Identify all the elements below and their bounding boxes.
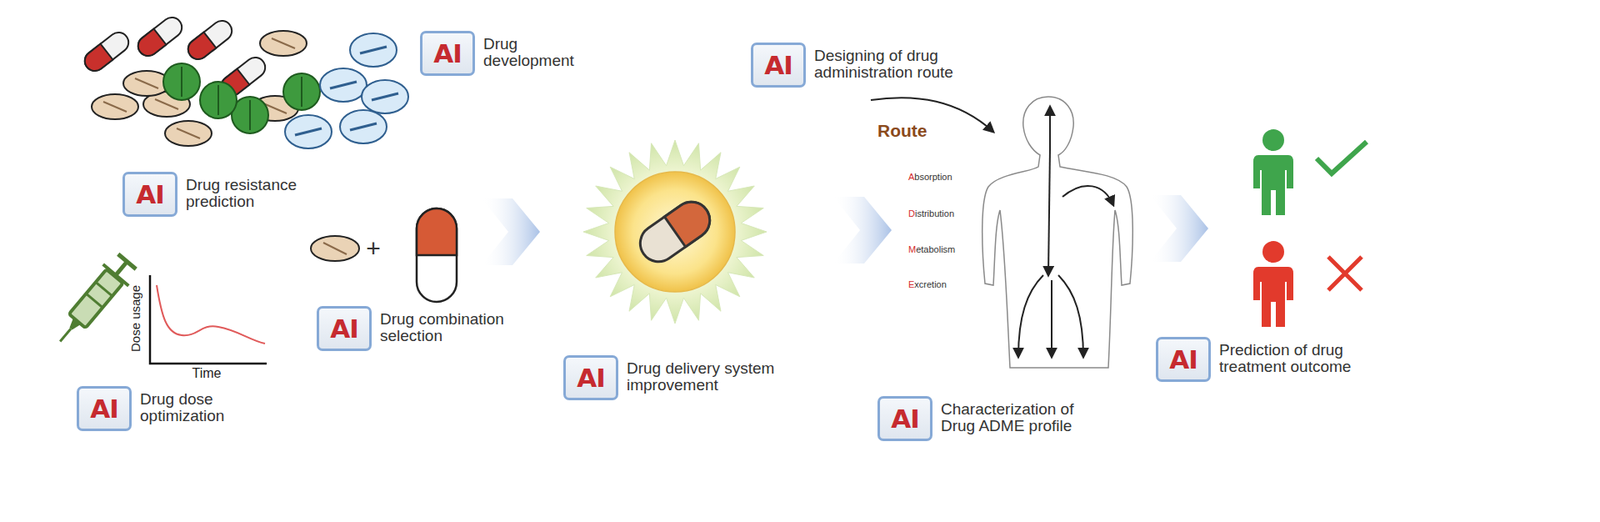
ai-application-node: AIPrediction of drug treatment outcome — [1155, 336, 1370, 382]
ai-application-node: AIDrug development — [420, 30, 584, 76]
caption-text: Designing of drug administration route — [814, 47, 977, 81]
ai-application-node: AIDrug resistance prediction — [122, 171, 320, 217]
sun-illustration — [583, 140, 767, 324]
ai-badge: AI — [563, 355, 619, 400]
ai-application-node: AIDesigning of drug administration route — [750, 42, 977, 88]
caption-text: Drug delivery system improvement — [626, 360, 794, 394]
adme-term: Excretion — [908, 279, 947, 290]
ai-application-node: AICharacterization of Drug ADME profile — [877, 395, 1100, 441]
caption-text: Drug combination selection — [380, 310, 526, 345]
ai-badge: AI — [750, 42, 806, 88]
adme-term: Metabolism — [908, 244, 955, 255]
ai-badge: AI — [316, 305, 372, 351]
caption-text: Characterization of Drug ADME profile — [940, 400, 1100, 435]
caption-text: Prediction of drug treatment outcome — [1219, 341, 1370, 375]
caption-text: Drug dose optimization — [140, 390, 245, 425]
ai-badge: AI — [122, 171, 178, 217]
outcome-figures — [1253, 129, 1367, 327]
axis-label: Dose usage — [128, 285, 143, 352]
route-heading: Route — [877, 120, 928, 141]
ai-application-node: AIDrug combination selection — [316, 305, 526, 351]
syringe-icon — [47, 250, 140, 352]
plus-sign: + — [365, 234, 381, 263]
dose-chart — [150, 275, 267, 364]
caption-text: Drug development — [483, 35, 584, 70]
axis-label: Time — [192, 365, 222, 381]
ai-badge: AI — [420, 30, 475, 76]
human-body — [870, 96, 1133, 368]
caption-text: Drug resistance prediction — [185, 176, 320, 210]
adme-term: Distribution — [908, 208, 955, 219]
ai-badge: AI — [76, 385, 132, 431]
combination-pills — [310, 208, 457, 302]
ai-application-node: AIDrug dose optimization — [76, 385, 245, 431]
ai-badge: AI — [877, 395, 933, 441]
adme-term: Absorption — [908, 171, 953, 182]
pill-cluster — [80, 13, 409, 149]
ai-badge: AI — [1155, 336, 1211, 382]
ai-application-node: AIDrug delivery system improvement — [563, 355, 794, 400]
